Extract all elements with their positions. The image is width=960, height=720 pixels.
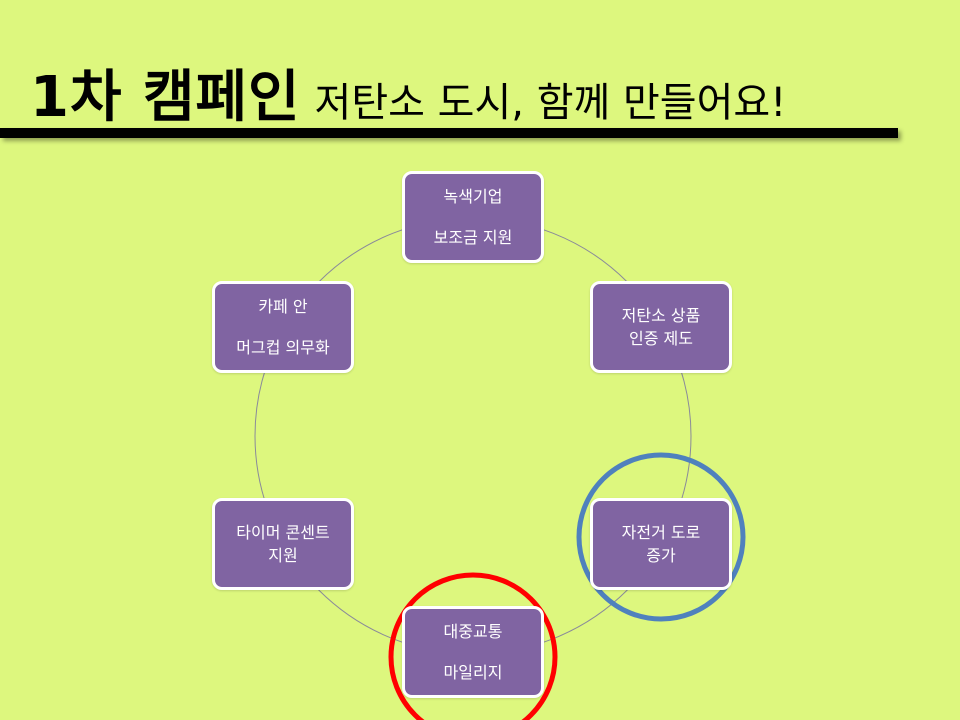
node-low-carbon-certification[interactable]: 저탄소 상품 인증 제도 [590,281,732,373]
node-green-line2: 보조금 지원 [433,228,513,247]
node-bike-line2: 증가 [646,546,676,565]
node-timer-line1: 타이머 콘센트 [236,523,330,542]
node-timer-outlet[interactable]: 타이머 콘센트 지원 [212,498,354,590]
node-transit-line1: 대중교통 [443,622,503,641]
node-bike-line1: 자전거 도로 [621,523,701,542]
title-subtitle: 저탄소 도시, 함께 만들어요! [314,80,787,126]
node-bike-road[interactable]: 자전거 도로 증가 [590,498,732,590]
title-campaign: 1차 캠페인 [30,65,301,130]
highlight-circle-red [388,572,558,720]
node-green-subsidy[interactable]: 녹색기업 보조금 지원 [402,171,544,263]
node-mug-line1: 카페 안 [258,297,308,316]
highlight-circle-blue [576,452,746,622]
node-lowcarbon-line1: 저탄소 상품 [621,306,701,325]
slide-title: 1차 캠페인 저탄소 도시, 함께 만들어요! [30,52,786,132]
node-mug-line2: 머그컵 의무화 [236,338,330,357]
node-timer-line2: 지원 [268,546,298,565]
node-transit-mileage[interactable]: 대중교통 마일리지 [402,606,544,698]
node-transit-line2: 마일리지 [443,663,503,682]
node-lowcarbon-line2: 인증 제도 [629,329,693,348]
node-green-line1: 녹색기업 [443,187,503,206]
node-cafe-mug[interactable]: 카페 안 머그컵 의무화 [212,281,354,373]
title-underline [0,128,898,138]
